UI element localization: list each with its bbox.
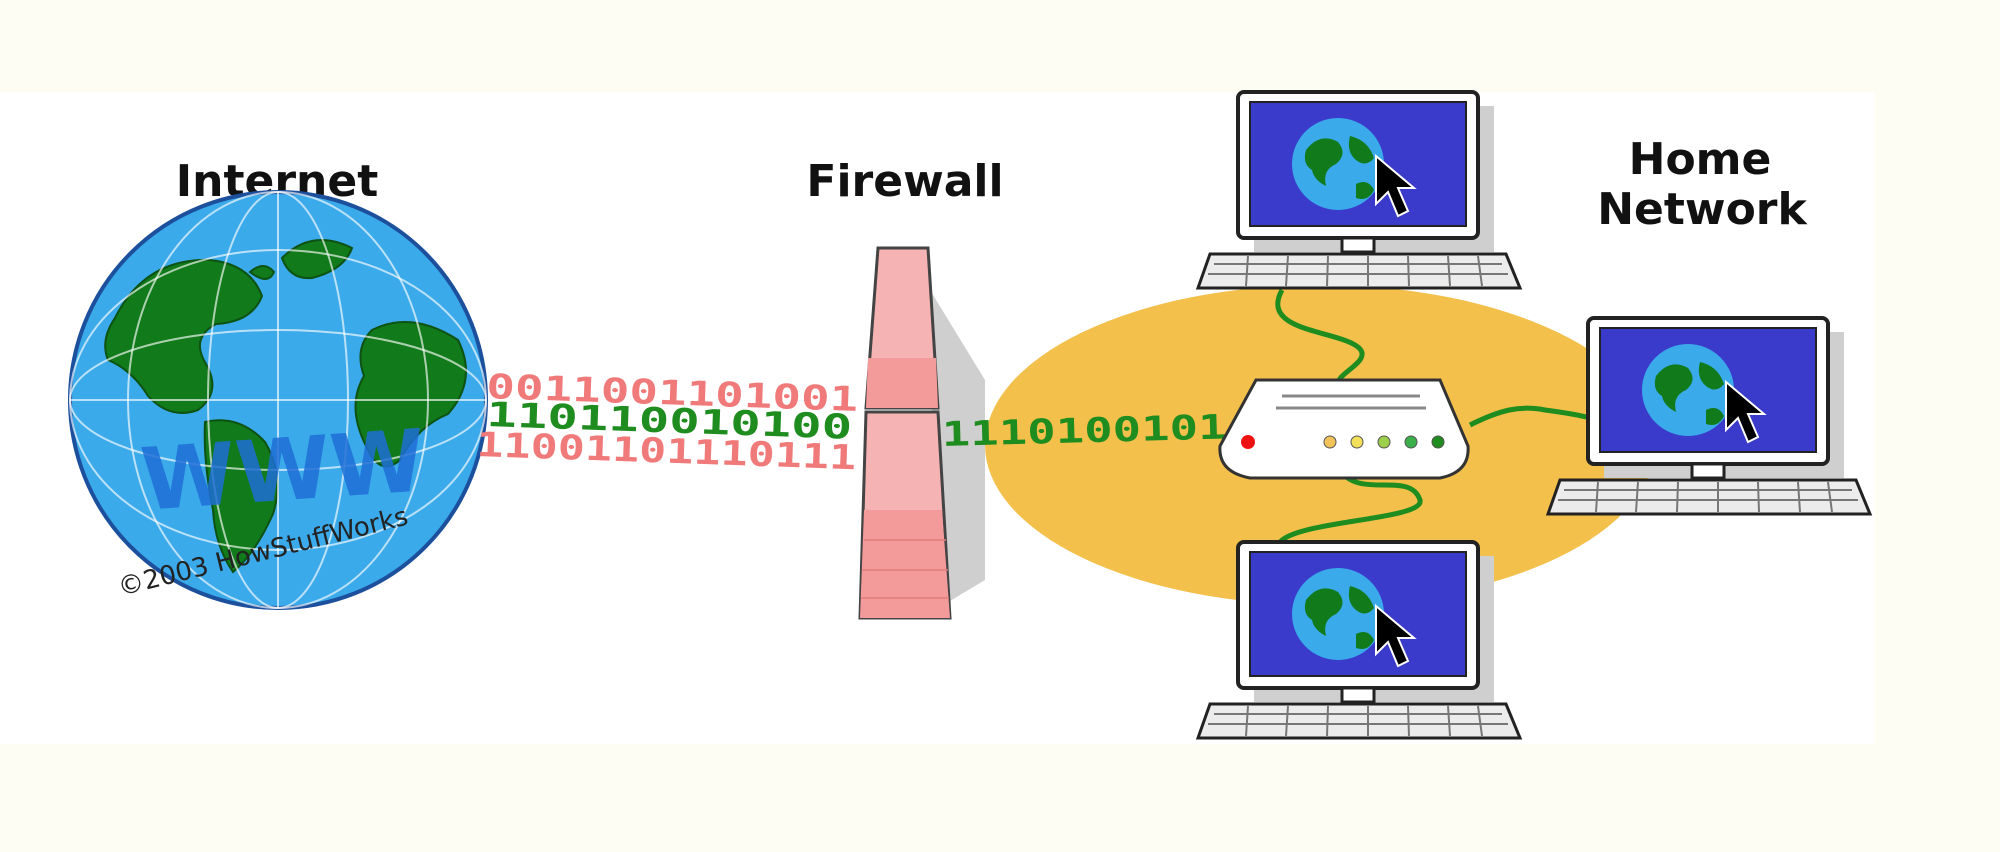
home-network-label-line2: Network (1597, 184, 1808, 235)
firewall-icon (858, 246, 985, 620)
computer-icon (1196, 90, 1522, 290)
firewall-label: Firewall (806, 156, 1003, 207)
www-label: WWW (138, 411, 429, 531)
globe-icon (68, 190, 488, 610)
home-network-label-line1: Home (1629, 134, 1772, 185)
computer-icon (1196, 540, 1522, 740)
network-cables (1275, 288, 1591, 544)
green-bit-stream-lan: 1110100101 (941, 408, 1227, 455)
computer-icon (1546, 316, 1872, 516)
router-icon (1218, 378, 1470, 480)
